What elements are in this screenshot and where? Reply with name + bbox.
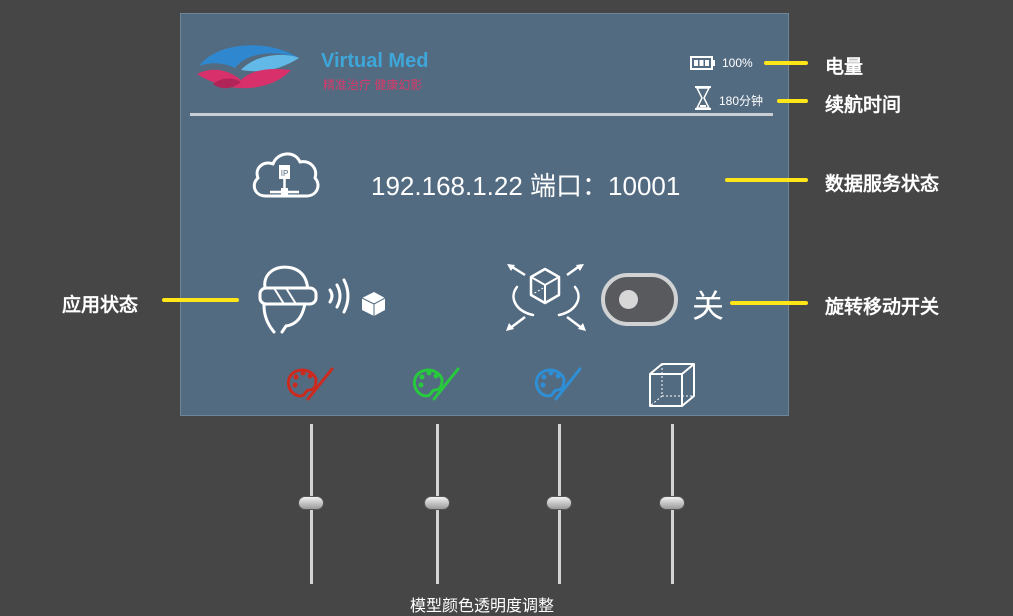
rotate-move-icon [506,263,586,331]
rotate-switch-annotation-line [730,301,808,305]
control-panel [180,13,789,416]
model-slider-thumb[interactable] [659,496,685,510]
slider-caption: 模型颜色透明度调整 [410,598,555,615]
app-status-annotation: 应用状态 [62,295,139,316]
green-palette-icon[interactable] [412,363,462,403]
green-slider-thumb[interactable] [424,496,450,510]
brand-slogan: 精准治疗 健康幻影 [323,78,423,92]
red-palette-icon[interactable] [286,363,336,403]
battery-level: 100% [722,56,753,70]
ip-cloud-icon: IP [252,152,320,198]
vr-headset-head-icon [258,265,386,334]
data-service-status: 192.168.1.22 端口：10001 [371,171,681,201]
rotate-move-toggle[interactable] [601,273,678,326]
app-status-annotation-line [162,298,239,302]
endurance-annotation-line [777,99,808,103]
toggle-state-label: 关 [692,288,725,324]
rotate-switch-annotation: 旋转移动开关 [825,297,940,318]
data-service-annotation: 数据服务状态 [825,174,940,195]
ip-badge-text: IP [281,169,289,178]
header-divider [190,113,773,116]
endurance-annotation: 续航时间 [825,95,902,116]
hourglass-icon [695,86,711,110]
data-service-annotation-line [725,178,808,182]
toggle-knob [619,290,638,309]
blue-palette-icon[interactable] [534,363,584,403]
endurance-time: 180分钟 [719,94,764,108]
blue-slider-thumb[interactable] [546,496,572,510]
wireframe-cube-icon[interactable] [646,360,698,410]
battery-icon [690,56,715,70]
battery-annotation: 电量 [825,57,864,78]
red-slider-thumb[interactable] [298,496,324,510]
virtual-med-logo-icon [197,45,299,89]
brand-name: Virtual Med [321,50,429,72]
battery-annotation-line [764,61,808,65]
